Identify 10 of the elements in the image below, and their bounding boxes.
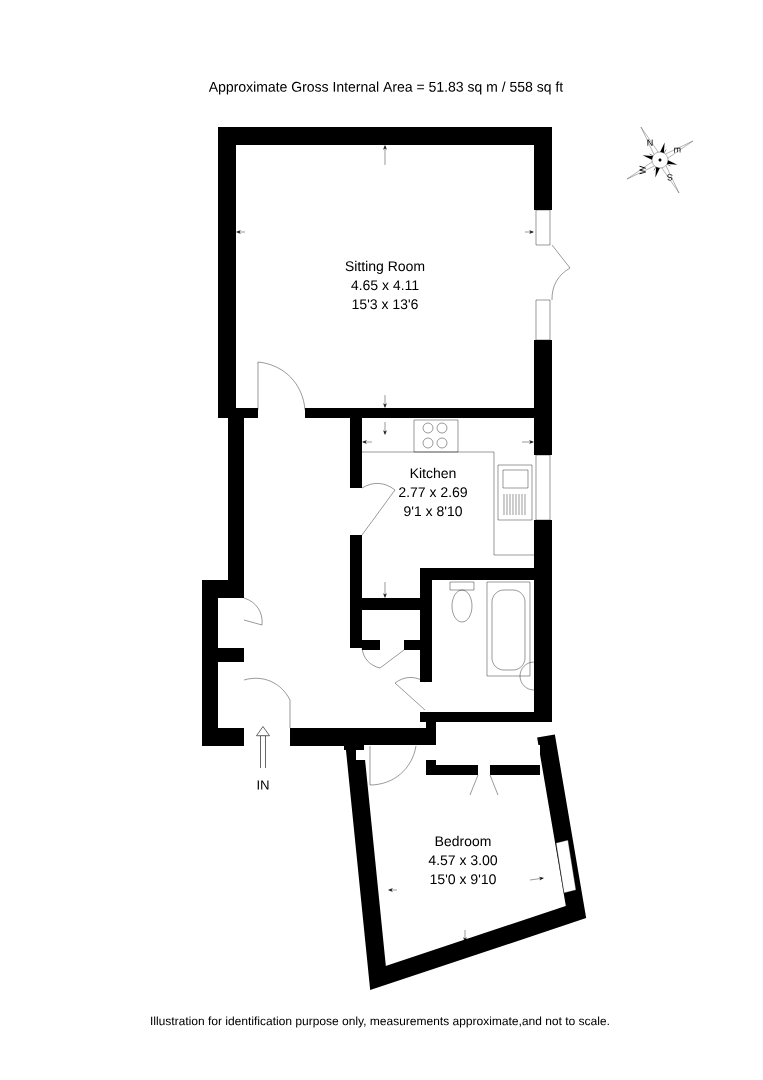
room-label: Kitchen 2.77 x 2.69 9'1 x 8'10 xyxy=(399,467,467,517)
compass-letter: E xyxy=(674,147,681,153)
entrance-label: IN xyxy=(257,780,269,790)
caption: Illustration for identification purpose only, measurements approximate,and not to scale. xyxy=(151,1016,609,1028)
room-label: Sitting Room 4.65 x 4.11 15'3 x 13'6 xyxy=(345,260,425,310)
room-label: Bedroom 4.57 x 3.00 15'0 x 9'10 xyxy=(428,835,498,885)
compass-letter: S xyxy=(667,174,673,181)
compass-letter: W xyxy=(639,165,646,175)
title: Approximate Gross Internal Area = 51.83 sq m / 558 sq ft xyxy=(208,81,564,95)
compass-letter: N xyxy=(647,139,653,146)
